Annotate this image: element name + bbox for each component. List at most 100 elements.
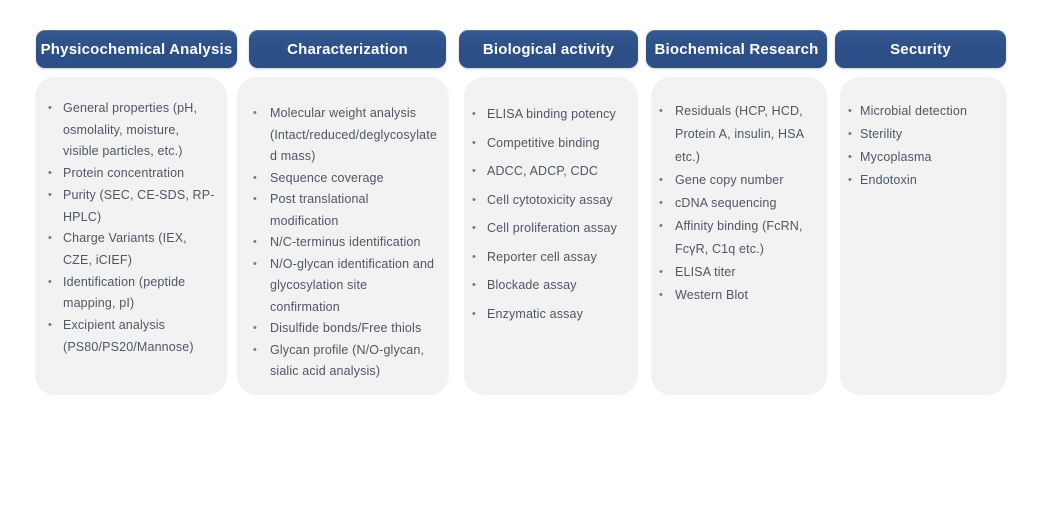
list-item-label: Cell cytotoxicity assay (487, 192, 613, 207)
bullet-icon: • (472, 222, 477, 234)
bullet-icon: • (659, 289, 664, 301)
item-list: • Residuals (HCP, HCD, Protein A, insulin… (659, 100, 817, 307)
bullet-icon: • (253, 257, 258, 270)
bullet-icon: • (472, 279, 477, 291)
list-item-label: General properties (pH, osmolality, mois… (63, 101, 198, 159)
card-security: •Microbial detection•Sterility•Mycoplasm… (840, 77, 1007, 395)
list-item: •Disulfide bonds/Free thiols (253, 318, 437, 340)
bullet-icon: • (253, 171, 258, 184)
bullet-icon: • (472, 165, 477, 177)
list-item: • Affinity binding (FcRN, FcγR, C1q etc.) (659, 215, 817, 261)
list-item: • Mycoplasma (848, 146, 997, 169)
list-item-label: Endotoxin (860, 173, 917, 187)
bullet-icon: • (848, 174, 853, 186)
list-item: • Cell proliferation assay (472, 217, 628, 239)
list-item: • ELISA binding potency (472, 103, 628, 125)
bullet-icon: • (659, 197, 664, 209)
list-item-label: Residuals (HCP, HCD, Protein A, insulin,… (675, 104, 804, 164)
list-item: • Residuals (HCP, HCD, Protein A, insulin… (659, 100, 817, 169)
list-item-label: Charge Variants (IEX, CZE, iCIEF) (63, 231, 187, 267)
card-biological-activity: •ELISA binding potency•Competitive bindi… (464, 77, 638, 395)
list-item: • Sterility (848, 123, 997, 146)
list-item: •General properties (pH, osmolality, moi… (48, 98, 215, 163)
list-item-label: ELISA binding potency (487, 107, 616, 121)
list-item-label: Glycan profile (N/O-glycan, sialic acid … (270, 342, 425, 379)
bullet-icon: • (848, 105, 853, 117)
list-item: • Cell cytotoxicity assay (472, 189, 628, 211)
list-item: • Molecular weight analysis (Intact/reduc… (253, 103, 437, 168)
list-item: • Charge Variants (IEX, CZE, iCIEF) (48, 228, 215, 271)
list-item: • Reporter cell assay (472, 246, 628, 268)
header-label: Biochemical Research (654, 40, 819, 58)
bullet-icon: • (48, 232, 53, 245)
list-item-label: Western Blot (675, 288, 749, 302)
header-label: Characterization (287, 40, 408, 58)
card-physicochemical-analysis: • General properties (pH, osmolality, moi… (35, 77, 227, 395)
bullet-icon: • (472, 193, 477, 206)
list-item: •Enzymatic assay (472, 303, 628, 325)
bullet-icon: • (472, 108, 477, 120)
list-item-label: Molecular weight analysis (Intact/reduce… (270, 106, 437, 163)
list-item-label: Post translational modification (270, 192, 369, 228)
header-characterization: Characterization (249, 30, 446, 68)
list-item: • Blockade assay (472, 274, 628, 296)
list-item-label: Mycoplasma (860, 150, 932, 164)
bullet-icon: • (848, 128, 853, 140)
card-biochemical-research: • Residuals (HCP, HCD, Protein A, insulin… (651, 77, 827, 395)
list-item: • N/O-glycan identification and glycosyla… (253, 254, 437, 319)
item-list: •Microbial detection•Sterility•Mycoplasm… (848, 100, 997, 192)
bullet-icon: • (472, 250, 477, 263)
card-characterization: • Molecular weight analysis (Intact/reduc… (237, 77, 449, 395)
bullet-icon: • (48, 275, 53, 288)
item-list: • General properties (pH, osmolality, moi… (48, 98, 215, 358)
list-item: • Sequence coverage (253, 168, 437, 190)
list-item-label: Affinity binding (FcRN, FcγR, C1q etc.) (675, 219, 803, 256)
bullet-icon: • (48, 167, 53, 180)
bullet-icon: • (253, 107, 258, 119)
bullet-icon: • (253, 236, 258, 248)
list-item-label: N/O-glycan identification and glycosylat… (270, 256, 435, 314)
list-item-label: Sterility (860, 127, 903, 141)
list-item-label: Purity (SEC, CE-SDS, RP-HPLC) (63, 187, 215, 224)
header-physicochemical-analysis: Physicochemical Analysis (36, 30, 237, 68)
list-item-label: Identification (peptide mapping, pI) (63, 274, 186, 311)
item-list: • Molecular weight analysis (Intact/reduc… (253, 103, 437, 383)
list-item-label: Enzymatic assay (487, 306, 584, 321)
list-item-label: Competitive binding (487, 135, 600, 150)
bullet-icon: • (659, 266, 664, 278)
list-item-label: Cell proliferation assay (487, 221, 618, 235)
list-item-label: Gene copy number (675, 173, 784, 187)
bullet-icon: • (659, 174, 664, 186)
bullet-icon: • (253, 322, 258, 334)
list-item: • Post translational modification (253, 189, 437, 232)
header-biochemical-research: Biochemical Research (646, 30, 827, 68)
list-item-label: ADCC, ADCP, CDC (487, 164, 599, 178)
list-item: • Purity (SEC, CE-SDS, RP-HPLC) (48, 185, 215, 228)
bullet-icon: • (253, 343, 258, 356)
bullet-icon: • (659, 105, 664, 117)
list-item-label: Reporter cell assay (487, 249, 597, 264)
bullet-icon: • (253, 193, 258, 205)
list-item: • cDNA sequencing (659, 192, 817, 215)
list-item-label: Protein concentration (63, 166, 185, 181)
list-item-label: Blockade assay (487, 278, 577, 292)
header-label: Biological activity (482, 40, 615, 58)
list-item-label: cDNA sequencing (675, 196, 777, 210)
list-item: • Gene copy number (659, 169, 817, 192)
header-security: Security (835, 30, 1006, 68)
list-item: • ELISA titer (659, 261, 817, 284)
bullet-icon: • (848, 151, 853, 163)
list-item: •Excipient analysis (PS80/PS20/Mannose) (48, 315, 215, 358)
list-item: • Glycan profile (N/O-glycan, sialic acid… (253, 340, 437, 383)
list-item-label: ELISA titer (675, 265, 736, 279)
list-item: • Endotoxin (848, 169, 997, 192)
bullet-icon: • (659, 220, 664, 232)
header-label: Physicochemical Analysis (40, 40, 233, 58)
list-item: • Protein concentration (48, 163, 215, 185)
list-item-label: Sequence coverage (270, 170, 384, 185)
bullet-icon: • (48, 188, 53, 201)
bullet-icon: • (48, 319, 53, 332)
list-item: •Competitive binding (472, 132, 628, 154)
header-label: Security (890, 40, 951, 58)
